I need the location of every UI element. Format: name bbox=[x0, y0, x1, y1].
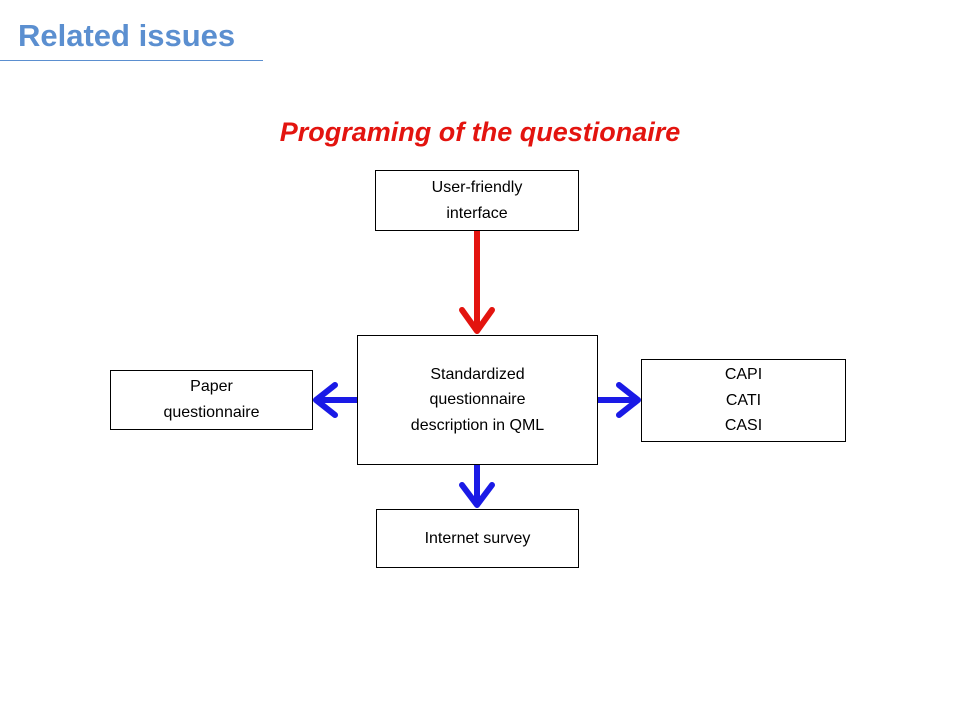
node-standardized-questionnaire-qml: Standardized questionnaire description i… bbox=[357, 335, 598, 465]
node-capi-cati-casi: CAPI CATI CASI bbox=[641, 359, 846, 442]
node-paper-questionnaire: Paper questionnaire bbox=[110, 370, 313, 430]
node-user-friendly-interface: User-friendly interface bbox=[375, 170, 579, 231]
header-underline bbox=[0, 60, 263, 61]
node-internet-survey: Internet survey bbox=[376, 509, 579, 568]
arrow-qml-to-internet bbox=[459, 465, 495, 508]
diagram-title: Programing of the questionaire bbox=[279, 117, 681, 147]
arrow-qml-to-paper bbox=[313, 382, 357, 418]
arrow-interface-to-qml bbox=[459, 231, 495, 334]
arrow-qml-to-capi bbox=[598, 382, 641, 418]
slide-header-title: Related issues bbox=[18, 18, 236, 53]
